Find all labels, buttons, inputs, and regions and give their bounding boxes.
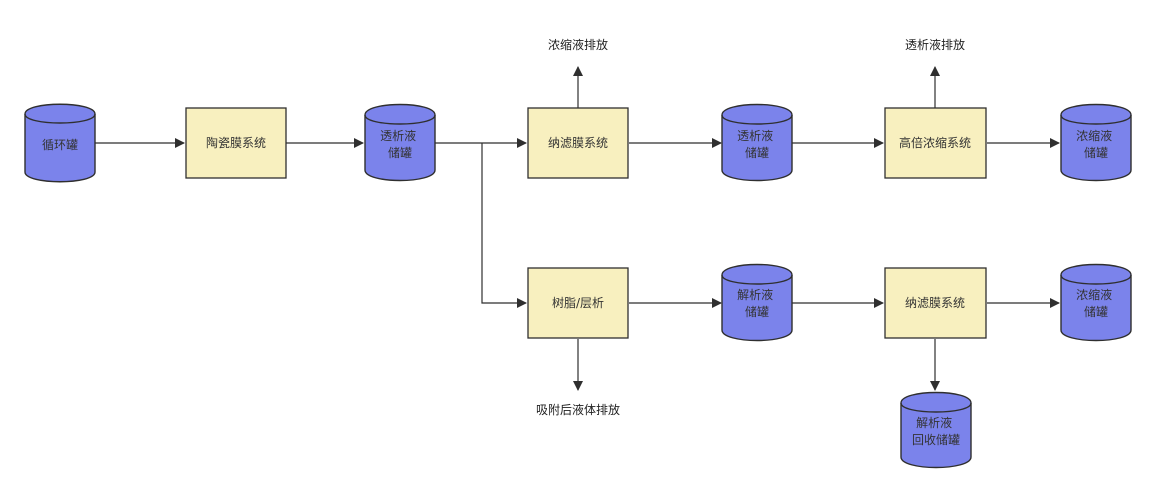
svg-text:树脂/层析: 树脂/层析 xyxy=(552,295,604,310)
svg-text:解析液 储罐: 解析液 储罐 xyxy=(737,287,777,319)
process-ceramic-membrane-system-label: 陶瓷膜系统 xyxy=(206,135,266,150)
process-high-concentration-system: 高倍浓缩系统 xyxy=(884,107,987,179)
tank-permeate-storage-1-line-2: 储罐 xyxy=(388,145,412,160)
svg-text:循环罐: 循环罐 xyxy=(42,138,78,152)
tank-eluate-recovery-storage-line-2: 回收储罐 xyxy=(912,432,960,447)
svg-text:解析液 回收储罐: 解析液 回收储罐 xyxy=(912,415,960,447)
tank-permeate-storage-1-line-1: 透析液 xyxy=(380,128,416,143)
process-nanofiltration-membrane-system-2: 纳滤膜系统 xyxy=(884,267,987,339)
tank-concentrate-storage-bottom: 浓缩液 储罐 xyxy=(1060,263,1132,342)
tank-circulation-line-1: 循环罐 xyxy=(42,138,78,152)
tank-concentrate-storage-top-line-1: 浓缩液 xyxy=(1076,128,1112,143)
process-nanofiltration-membrane-system-1: 纳滤膜系统 xyxy=(527,107,629,179)
svg-text:陶瓷膜系统: 陶瓷膜系统 xyxy=(206,135,266,150)
label-post-adsorption-discharge: 吸附后液体排放 xyxy=(536,402,620,417)
tank-permeate-storage-2: 透析液 储罐 xyxy=(721,103,793,182)
tank-permeate-storage-2-line-1: 透析液 xyxy=(737,128,773,143)
process-resin-chromatography-label: 树脂/层析 xyxy=(552,295,604,310)
svg-text:浓缩液 储罐: 浓缩液 储罐 xyxy=(1076,287,1116,319)
arrow-permeate-storage-1-to-resin xyxy=(481,143,527,308)
tank-eluate-storage-line-2: 储罐 xyxy=(745,304,769,319)
process-nanofiltration-membrane-system-2-label: 纳滤膜系统 xyxy=(905,296,965,310)
tank-concentrate-storage-top: 浓缩液 储罐 xyxy=(1060,103,1132,182)
tank-eluate-storage-line-1: 解析液 xyxy=(737,287,773,302)
process-ceramic-membrane-system: 陶瓷膜系统 xyxy=(185,107,287,179)
label-concentrate-discharge: 浓缩液排放 xyxy=(548,37,608,52)
process-resin-chromatography: 树脂/层析 xyxy=(527,267,629,339)
tank-eluate-storage: 解析液 储罐 xyxy=(721,263,793,342)
connectors xyxy=(95,66,1060,391)
tank-eluate-recovery-storage-line-1: 解析液 xyxy=(916,415,952,430)
tank-eluate-recovery-storage: 解析液 回收储罐 xyxy=(900,391,972,469)
tank-circulation: 循环罐 xyxy=(24,103,96,183)
svg-text:透析液 储罐: 透析液 储罐 xyxy=(380,128,420,160)
svg-text:透析液 储罐: 透析液 储罐 xyxy=(737,128,777,160)
process-nanofiltration-membrane-system-1-label: 纳滤膜系统 xyxy=(548,136,608,150)
svg-text:纳滤膜系统: 纳滤膜系统 xyxy=(548,136,608,150)
label-permeate-discharge: 透析液排放 xyxy=(905,37,965,52)
tank-concentrate-storage-bottom-line-1: 浓缩液 xyxy=(1076,287,1112,302)
tank-permeate-storage-1: 透析液 储罐 xyxy=(364,103,436,182)
tank-permeate-storage-2-line-2: 储罐 xyxy=(745,145,769,160)
svg-text:纳滤膜系统: 纳滤膜系统 xyxy=(905,296,965,310)
tank-concentrate-storage-top-line-2: 储罐 xyxy=(1084,145,1108,160)
svg-text:高倍浓缩系统: 高倍浓缩系统 xyxy=(899,135,971,150)
process-high-concentration-system-label: 高倍浓缩系统 xyxy=(899,135,971,150)
svg-text:浓缩液 储罐: 浓缩液 储罐 xyxy=(1076,128,1116,160)
tank-concentrate-storage-bottom-line-2: 储罐 xyxy=(1084,304,1108,319)
